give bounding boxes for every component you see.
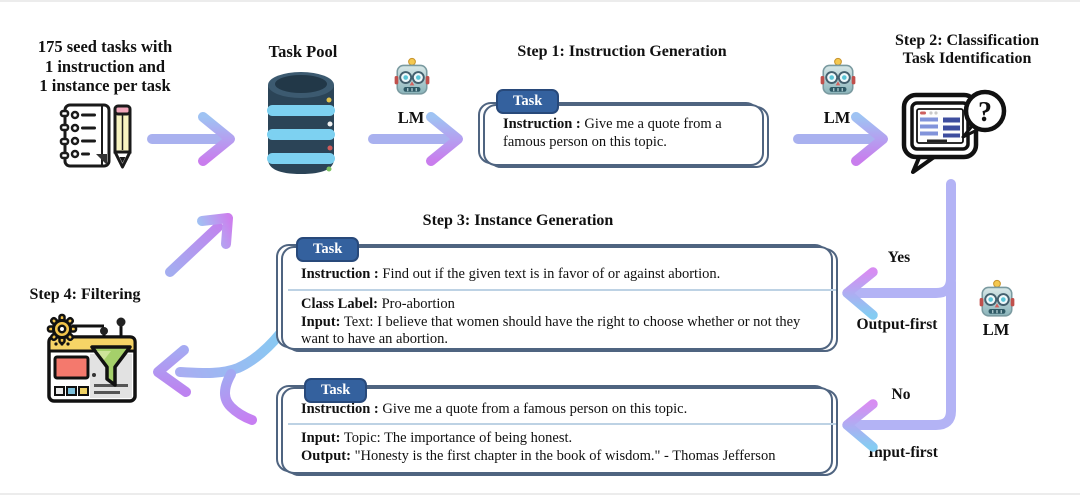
arrow-card2-swoosh	[220, 369, 257, 425]
step1-title: Step 1: Instruction Generation	[517, 43, 727, 60]
database-icon	[267, 72, 335, 174]
arrow-filter-to-pool	[165, 213, 233, 277]
step1-task-card: Task Instruction : Give me a quote from …	[488, 89, 769, 168]
no-arrowhead	[842, 399, 878, 452]
generation-input-text: Topic: The importance of being honest.	[343, 430, 573, 446]
step1-instruction-text: Give me a quote from a famous person on …	[503, 116, 722, 150]
class-label: Class Label:	[301, 296, 378, 312]
arrow-cards-to-filter	[153, 321, 291, 425]
bottom-edge-divider	[0, 493, 1080, 495]
generation-task-card: Task Instruction : Give me a quote from …	[286, 378, 838, 476]
seed-line-3: 1 instance per task	[39, 76, 171, 95]
step1-instruction-label: Instruction :	[503, 116, 581, 132]
step2-title-line-2: Task Identification	[902, 50, 1032, 67]
step3-title: Step 3: Instance Generation	[422, 212, 614, 229]
generation-input-label: Input:	[301, 430, 341, 446]
class-text: Pro-abortion	[381, 296, 455, 312]
robot-icon	[394, 57, 430, 95]
yes-arrowhead	[842, 267, 878, 320]
question-mark: ?	[978, 97, 992, 128]
yes-label: Yes	[887, 249, 911, 266]
step1-task-badge: Task	[496, 89, 560, 114]
lm-label-2: LM	[823, 108, 851, 127]
seed-tasks-caption: 175 seed tasks with 1 instruction and 1 …	[14, 37, 196, 96]
robot-icon	[979, 279, 1015, 317]
generation-task-badge: Task	[304, 378, 368, 403]
notepad-pencil-icon	[59, 103, 132, 169]
classification-task-badge: Task	[296, 237, 360, 262]
classification-input-text: Text: I believe that women should have t…	[301, 313, 801, 348]
arrow-seed-to-pool	[147, 112, 235, 166]
generation-instruction-label: Instruction :	[301, 401, 379, 417]
classification-instruction-text: Find out if the given text is in favor o…	[382, 266, 721, 282]
filter-browser-icon	[46, 313, 137, 403]
step2-title-line-1: Step 2: Classification	[895, 32, 1039, 49]
output-first-label: Output-first	[856, 316, 938, 333]
classification-instruction-label: Instruction :	[301, 266, 379, 282]
input-first-label: Input-first	[868, 444, 938, 461]
classification-question-icon: ?	[901, 89, 1007, 174]
robot-icon	[820, 57, 856, 95]
classification-task-card: Task Instruction : Find out if the given…	[286, 237, 838, 352]
lm-label-1: LM	[397, 108, 425, 127]
step2-title: Step 2: Classification Task Identificati…	[858, 32, 1076, 68]
classification-input-label: Input:	[301, 313, 341, 330]
step4-title: Step 4: Filtering	[29, 286, 141, 303]
generation-output-label: Output:	[301, 447, 351, 464]
no-label: No	[891, 386, 911, 403]
seed-line-1: 175 seed tasks with	[37, 37, 173, 56]
generation-output-text: "Honesty is the first chapter in the boo…	[354, 447, 776, 464]
task-pool-label: Task Pool	[268, 42, 338, 61]
lm-label-3: LM	[982, 320, 1010, 339]
top-edge-divider	[0, 0, 1080, 2]
generation-instruction-text: Give me a quote from a famous person on …	[382, 401, 688, 417]
seed-line-2: 1 instruction and	[44, 56, 166, 76]
